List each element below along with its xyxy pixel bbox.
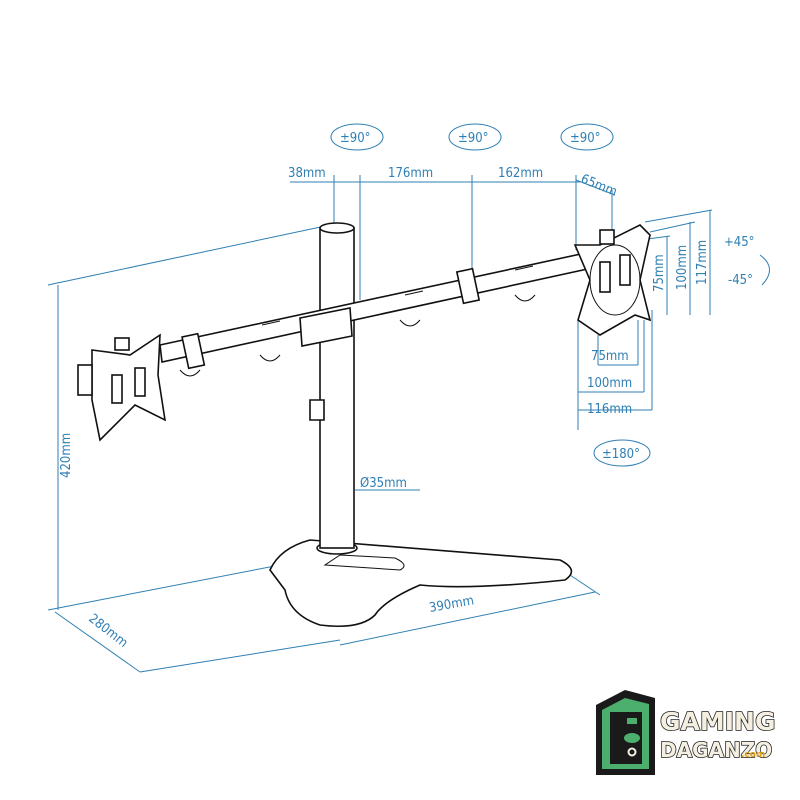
swivel-label: ±180° [602, 447, 640, 462]
logo-line2: DAGANZO [660, 738, 772, 762]
dim-height: 420mm [59, 433, 74, 478]
dim-arm-inner: 176mm [388, 166, 433, 181]
stand-base [269, 539, 573, 628]
logo-domain: .com [741, 750, 765, 760]
rotation-label-arm-left: ±90° [340, 131, 371, 146]
dim-arm-outer: 162mm [498, 166, 543, 181]
dim-vesa-v-100: 100mm [675, 245, 690, 290]
logo-line1: GAMING [660, 707, 776, 736]
dim-vesa-h-116: 116mm [587, 402, 632, 417]
pole [309, 222, 355, 549]
dim-width: 390mm [428, 593, 475, 616]
dim-pole-offset: 38mm [288, 166, 326, 181]
dim-vesa-v-75: 75mm [652, 254, 667, 292]
tilt-up-label: +45° [724, 235, 755, 250]
dim-vesa-v-117: 117mm [695, 240, 710, 285]
left-vesa-plate [77, 333, 167, 442]
dim-depth: 280mm [86, 611, 131, 651]
dim-head: 65mm [579, 172, 620, 200]
rotation-label-arm-center: ±90° [458, 131, 489, 146]
dim-pole-diameter: Ø35mm [360, 476, 407, 491]
rotation-label-arm-right: ±90° [570, 131, 601, 146]
right-vesa-plate [573, 224, 652, 336]
dimension-lines [47, 123, 770, 673]
gaming-daganzo-logo: GAMING DAGANZO .com [596, 690, 776, 775]
dim-vesa-h-100: 100mm [587, 376, 632, 391]
arms [159, 251, 593, 377]
tilt-down-label: -45° [728, 273, 753, 288]
dim-vesa-h-75: 75mm [591, 349, 629, 364]
